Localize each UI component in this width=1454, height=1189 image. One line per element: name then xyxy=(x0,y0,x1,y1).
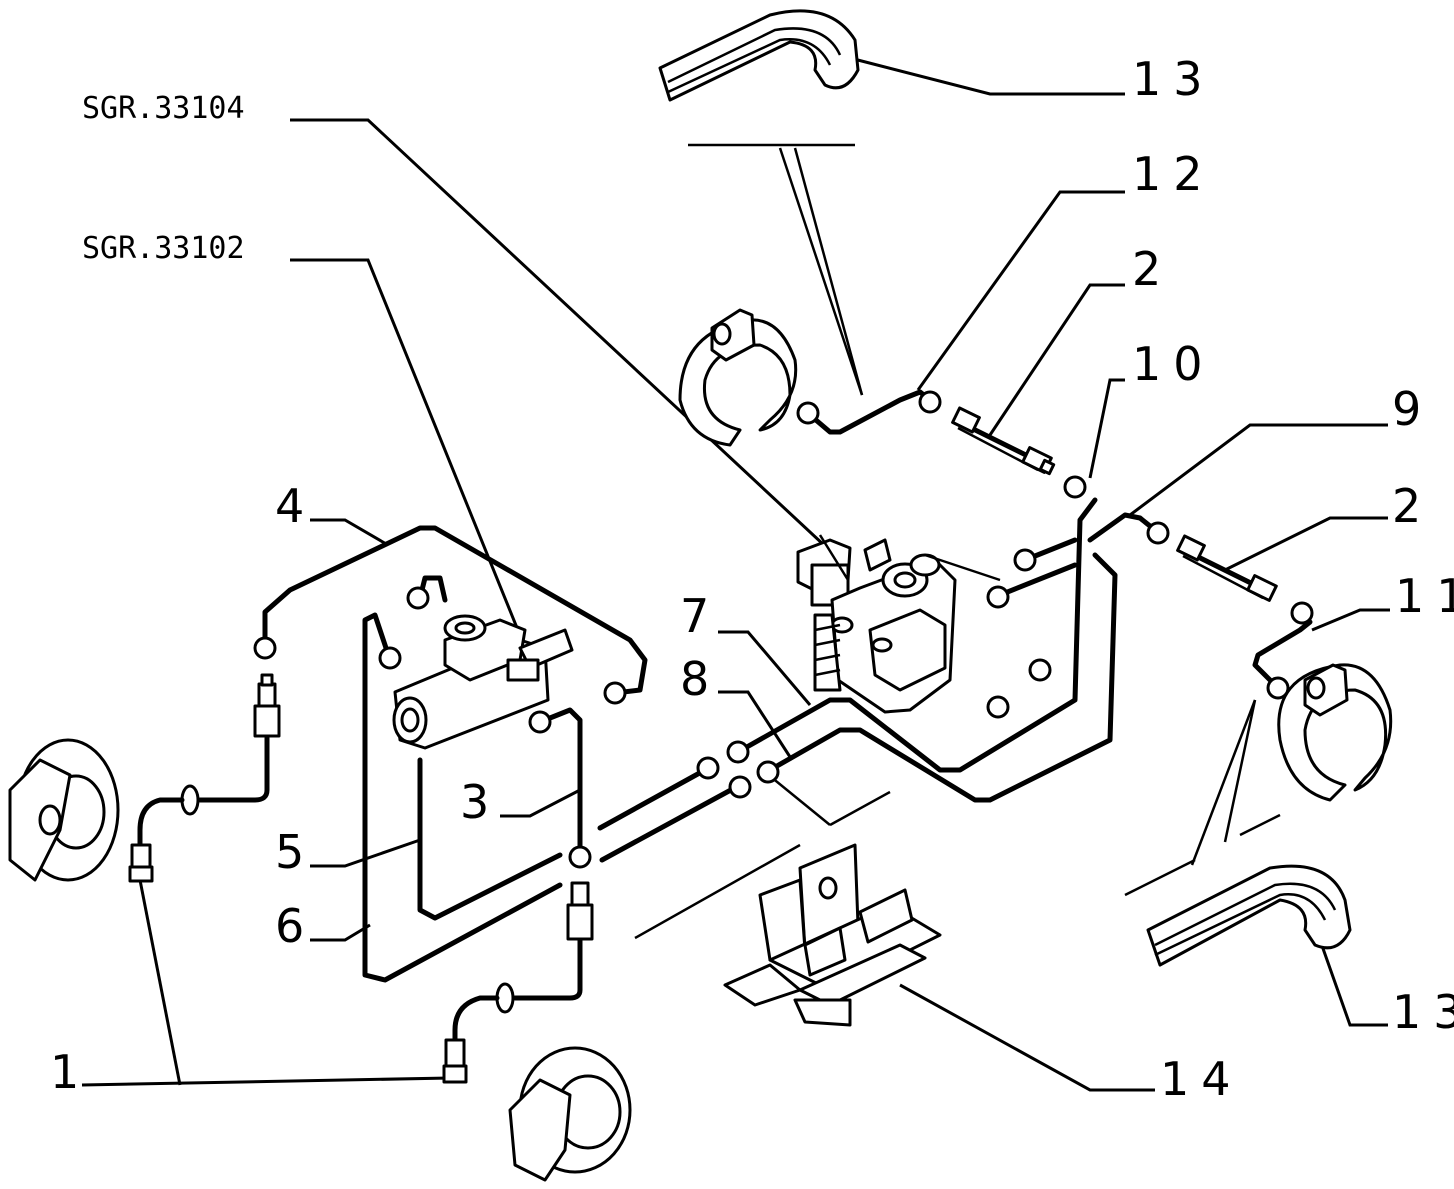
pipe-12 xyxy=(807,389,933,435)
pipe-8b xyxy=(767,552,1118,803)
pipe-connection-nodes xyxy=(253,390,1314,869)
pipe-7b xyxy=(735,497,1098,773)
pressure-regulator-valve xyxy=(796,534,1001,714)
callout-2-right: 2 xyxy=(1392,479,1433,533)
callout-13-top: 13 xyxy=(1132,52,1215,106)
brake-pipes xyxy=(262,389,1313,983)
leader-lines xyxy=(81,56,1390,1092)
callout-8: 8 xyxy=(680,652,721,706)
master-cylinder xyxy=(392,614,574,750)
callout-1: 1 xyxy=(50,1045,91,1099)
callout-5: 5 xyxy=(275,825,316,879)
callout-2-top: 2 xyxy=(1132,242,1173,296)
pipe-7 xyxy=(597,767,708,831)
callout-14: 14 xyxy=(1160,1052,1243,1106)
ref-label-sgr-33104: SGR.33104 xyxy=(82,91,245,126)
brake-shoe-right xyxy=(1277,663,1393,802)
pipe-5 xyxy=(417,757,563,921)
callout-13-bottom: 13 xyxy=(1392,985,1454,1039)
flex-hose-2-top xyxy=(951,406,1056,476)
pipe-dist-b xyxy=(997,562,1078,598)
flex-hoses xyxy=(951,406,1278,602)
pipe-dist-a xyxy=(1027,537,1078,561)
brake-disc-left xyxy=(8,738,120,882)
bracket-14 xyxy=(723,843,942,1027)
pipe-3 xyxy=(537,707,583,858)
callout-labels: SGR.33104 SGR.33102 13 12 2 10 9 2 11 4 … xyxy=(50,52,1454,1106)
callout-4: 4 xyxy=(275,479,316,533)
brake-hose-1-left xyxy=(128,673,281,883)
callout-11: 11 xyxy=(1395,569,1454,623)
callout-6: 6 xyxy=(275,899,316,953)
flex-hose-2-right xyxy=(1176,534,1278,602)
pipe-clip-13-top xyxy=(658,9,860,102)
pipe-11 xyxy=(1252,619,1313,688)
brake-shoe-left xyxy=(678,308,798,447)
pipe-clip-13-bottom xyxy=(1146,864,1352,967)
brake-disc-right xyxy=(508,1046,632,1182)
pipe-8 xyxy=(599,782,743,863)
pipe-9 xyxy=(1087,512,1158,543)
callout-12: 12 xyxy=(1132,147,1215,201)
callout-10: 10 xyxy=(1132,337,1215,391)
callout-3: 3 xyxy=(460,775,501,829)
brake-hose-1-right xyxy=(442,881,594,1084)
callout-7: 7 xyxy=(680,589,721,643)
pipe-6 xyxy=(362,612,563,983)
callout-9: 9 xyxy=(1392,382,1433,436)
pipe-4 xyxy=(262,525,648,696)
ref-label-sgr-33102: SGR.33102 xyxy=(82,231,245,266)
